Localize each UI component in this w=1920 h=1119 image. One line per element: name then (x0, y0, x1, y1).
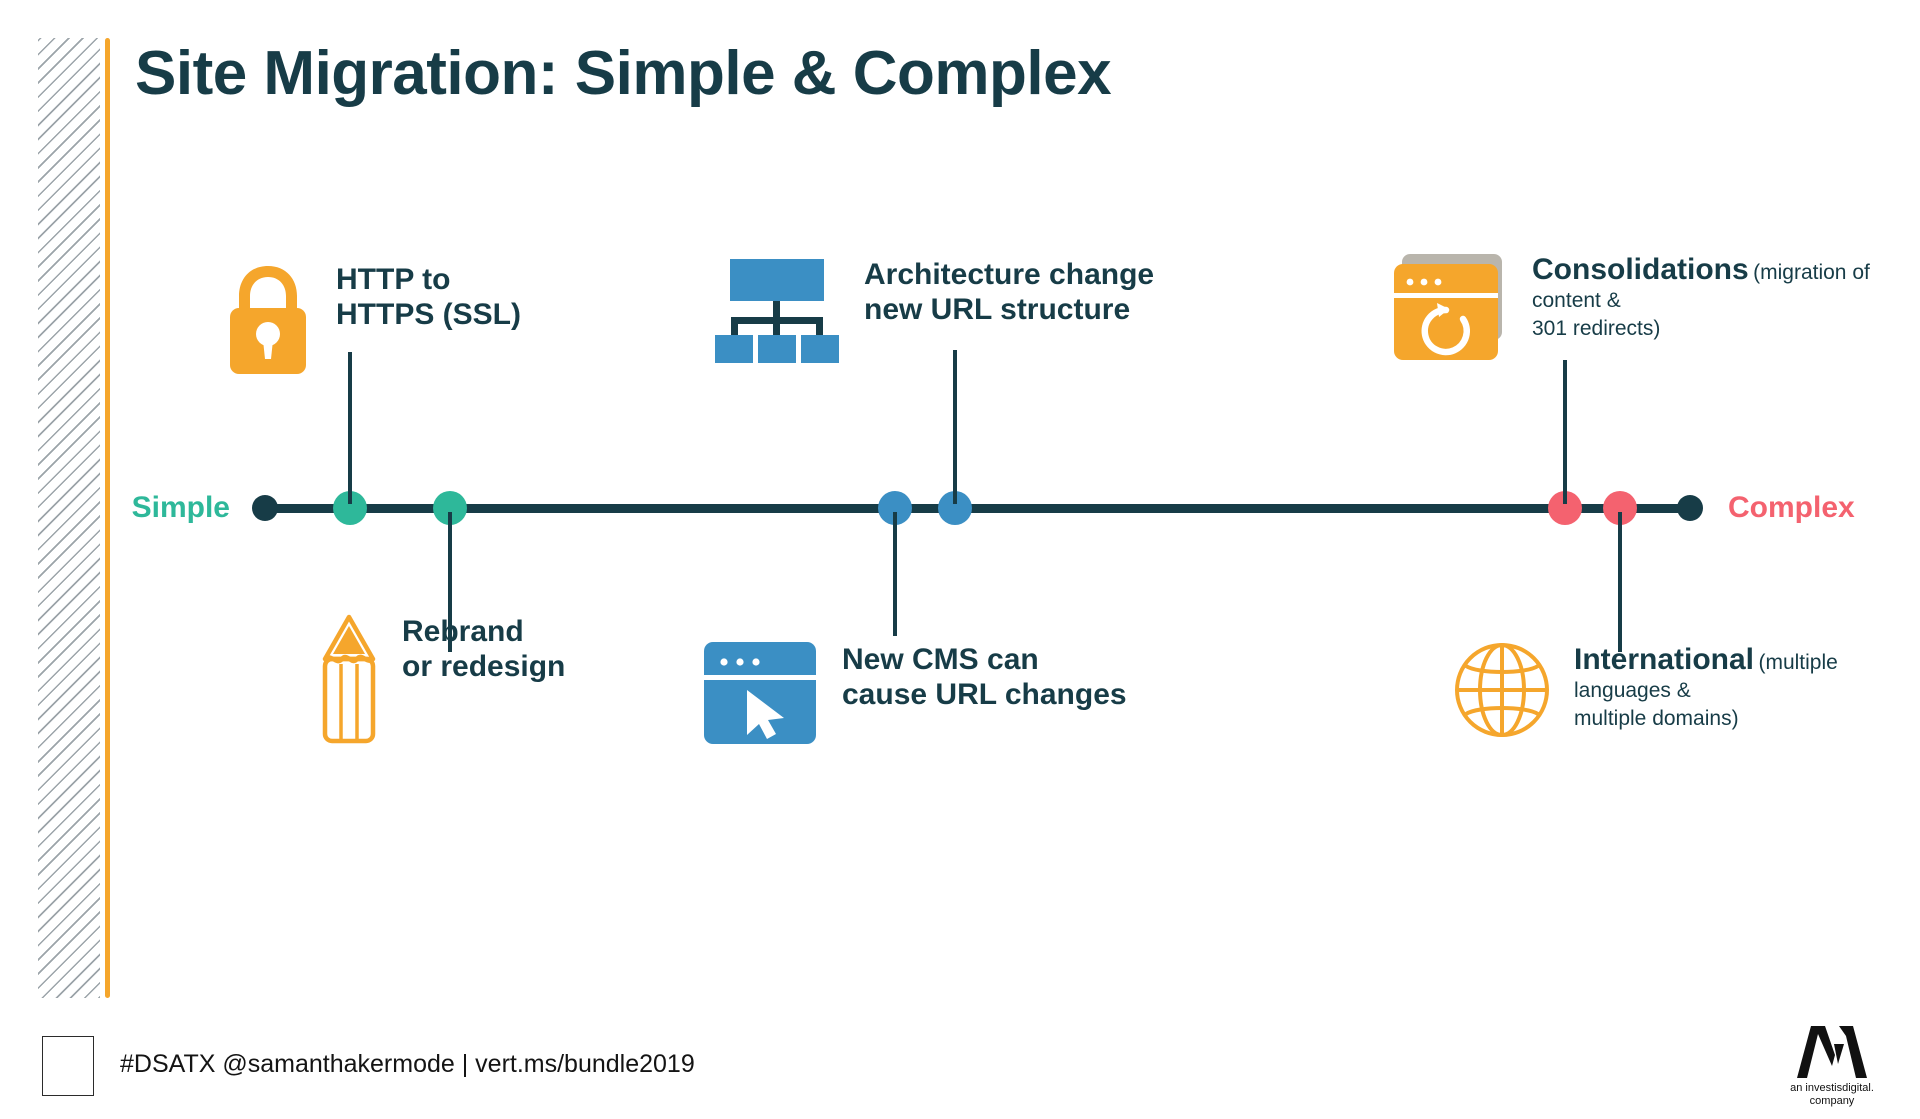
callout-rebrand: Rebrand or redesign (318, 612, 565, 751)
callout-text-https: HTTP to HTTPS (SSL) (336, 260, 521, 333)
globe-icon (1452, 640, 1552, 745)
callout-heading: HTTP to HTTPS (SSL) (336, 263, 521, 332)
callout-text-rebrand: Rebrand or redesign (402, 612, 565, 685)
callout-text-new-cms: New CMS can cause URL changes (842, 640, 1127, 713)
callout-new-cms: New CMS can cause URL changes (702, 640, 1127, 755)
logo-caption: an investisdigital. company (1790, 1082, 1874, 1107)
brand-logo: an investisdigital. company (1766, 1024, 1898, 1110)
callout-architecture: Architecture change new URL structure (712, 255, 1154, 370)
logo-mark-icon (1797, 1026, 1867, 1078)
timeline-label-simple: Simple (131, 491, 230, 524)
connector-consolidations (1563, 360, 1567, 504)
timeline-dot-start-cap[interactable] (252, 495, 278, 521)
connector-architecture (953, 350, 957, 504)
diagonal-hatch-decoration (38, 38, 100, 998)
callout-heading: New CMS can cause URL changes (842, 643, 1127, 712)
connector-https (348, 352, 352, 504)
browser-cursor-icon (702, 640, 820, 755)
callout-heading: Architecture change new URL structure (864, 258, 1155, 327)
callout-subtext: (multiple languages & multiple domains) (1574, 651, 1838, 730)
callout-heading: Consolidations (1532, 253, 1749, 286)
callout-text-international: International (multiple languages & mult… (1574, 640, 1920, 732)
callout-international: International (multiple languages & mult… (1452, 640, 1920, 745)
callout-consolidations: Consolidations (migration of content & 3… (1392, 250, 1920, 377)
footer-credit: #DSATX @samanthakermode | vert.ms/bundle… (120, 1050, 695, 1078)
timeline-label-complex: Complex (1728, 491, 1855, 524)
browser-refresh-icon (1392, 250, 1510, 377)
footer-placeholder-square (42, 1036, 94, 1096)
timeline-dot-end-cap[interactable] (1677, 495, 1703, 521)
callout-text-consolidations: Consolidations (migration of content & 3… (1532, 250, 1920, 342)
padlock-icon (222, 260, 314, 383)
callout-subtext: (migration of content & 301 redirects) (1532, 261, 1870, 340)
callout-heading: International (1574, 643, 1755, 676)
timeline-axis (258, 504, 1698, 513)
connector-international (1618, 512, 1622, 652)
callout-https: HTTP to HTTPS (SSL) (222, 260, 521, 383)
page-title: Site Migration: Simple & Complex (135, 39, 1112, 108)
callout-text-architecture: Architecture change new URL structure (864, 255, 1154, 328)
pencil-icon (318, 612, 380, 751)
connector-rebrand (448, 512, 452, 652)
connector-new-cms (893, 512, 897, 636)
orange-vertical-rule (105, 38, 110, 998)
callout-heading: Rebrand or redesign (402, 615, 566, 684)
sitemap-icon (712, 255, 842, 370)
